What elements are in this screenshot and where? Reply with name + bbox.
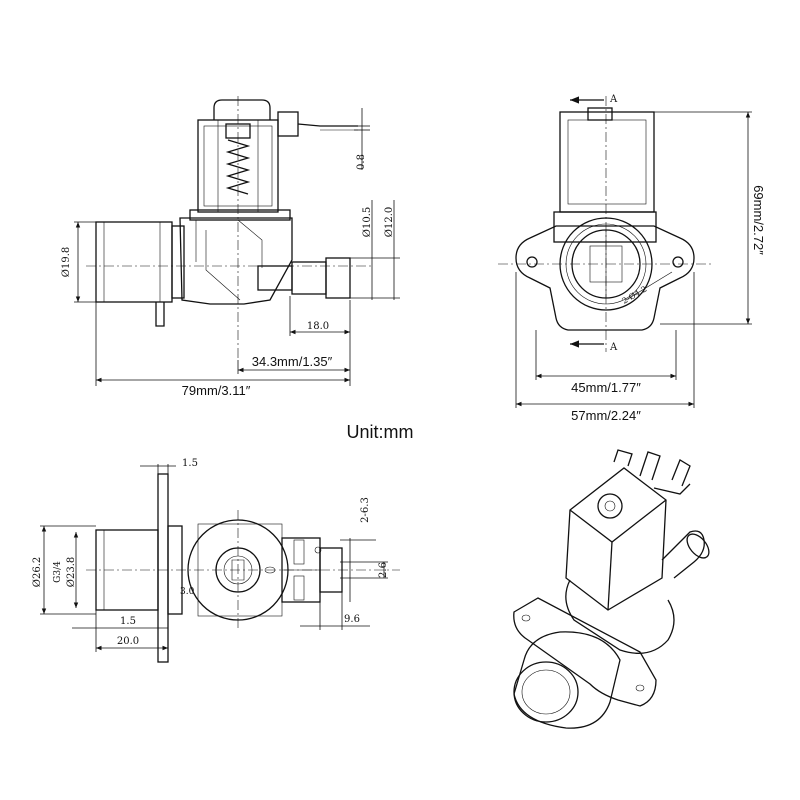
dim-outlet-len: 9.6 — [344, 614, 360, 625]
side-terminal — [277, 111, 299, 137]
front-hole-right — [672, 256, 684, 268]
section-mark-top: A — [609, 94, 618, 105]
front-hole-left — [526, 256, 538, 268]
side-inlet — [95, 221, 173, 303]
dim-nozzle-length: 18.0 — [307, 321, 329, 332]
spring — [225, 139, 251, 195]
dim-pin-gap: 2.6 — [378, 562, 389, 578]
iso-inlet — [513, 631, 621, 729]
unit-label: Unit:mm — [347, 422, 414, 442]
dim-flange-width: 57mm/2.24″ — [571, 408, 641, 423]
dim-inlet-dia: Ø19.8 — [61, 247, 72, 277]
dim-hole: 2-Ø4.2 — [621, 284, 649, 305]
dim-outlet-reach: 34.3mm/1.35″ — [252, 354, 333, 369]
iso-body — [565, 579, 675, 654]
top-plate — [157, 473, 169, 663]
dim-lip: 1.5 — [120, 616, 136, 627]
top-view: 3.0 1.5 Ø26.2 G3/4 Ø23.8 1.5 20.0 2-6.3 … — [32, 458, 400, 663]
dim-terminal: 0.8 — [356, 154, 367, 170]
iso-coil — [565, 467, 667, 611]
dim-nozzle-inner: Ø10.5 — [362, 207, 373, 237]
dim-center: 3.0 — [180, 587, 195, 597]
dim-pins: 2-6.3 — [360, 497, 371, 523]
front-coil — [559, 111, 655, 213]
dim-inlet-len: 20.0 — [117, 636, 139, 647]
front-flange — [515, 225, 695, 331]
iso-outlet — [661, 530, 705, 579]
dim-inner-dia: Ø23.8 — [66, 557, 77, 587]
isometric-view — [513, 449, 710, 729]
side-view: Ø19.8 0.8 Ø10.5 Ø12.0 18.0 34.3mm/1.35″ … — [61, 96, 400, 398]
dim-body-width: 45mm/1.77″ — [571, 380, 641, 395]
side-body — [179, 217, 293, 305]
dim-plate: 1.5 — [182, 458, 198, 469]
section-mark-bottom: A — [609, 342, 618, 353]
dim-outer-dia: Ø26.2 — [32, 557, 43, 587]
iso-flange — [513, 597, 657, 707]
dim-height: 69mm/2.72″ — [751, 185, 766, 255]
dim-thread: G3/4 — [53, 561, 63, 583]
front-view: A A 2-Ø4.2 69mm/2.72″ 45mm/1.77″ 57mm/2.… — [498, 94, 766, 423]
dim-nozzle-outer: Ø12.0 — [384, 207, 395, 237]
dim-overall-length: 79mm/3.11″ — [182, 383, 251, 398]
